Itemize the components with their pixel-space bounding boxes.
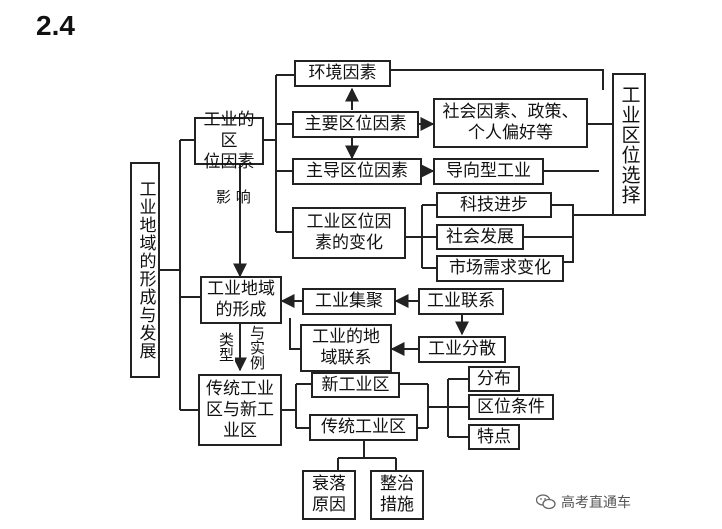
- watermark: 高考直通车: [536, 492, 631, 512]
- location-conditions-box: 区位条件: [468, 394, 554, 420]
- dominant-factors-box: 主导区位因素: [292, 158, 422, 185]
- regions-box: 传统工业 区与新工 业区: [198, 374, 282, 446]
- example-label: 与实例: [248, 325, 266, 370]
- linkage-box: 工业联系: [418, 288, 504, 315]
- traditional-bracket: [337, 441, 397, 470]
- root-topic-box: 工业地域的形成与发展: [130, 162, 160, 378]
- regional-link-box: 工业的地 域联系: [300, 324, 392, 372]
- location-choice-box: 工业区位选择: [612, 73, 646, 216]
- type-label: 类型: [217, 332, 235, 362]
- social-development-box: 社会发展: [436, 224, 524, 250]
- environment-factors-box: 环境因素: [294, 60, 391, 87]
- chat-bubbles-icon: [536, 494, 556, 510]
- distribution-box: 分布: [468, 366, 520, 392]
- feedback-lines: [391, 69, 613, 263]
- section-number: 2.4: [36, 10, 75, 41]
- regional-link-bracket: [289, 318, 300, 350]
- location-factors-box: 工业的区 位因素: [194, 110, 264, 172]
- oriented-industry-box: 导向型工业: [433, 158, 544, 185]
- root-bracket: [160, 139, 202, 411]
- factors-bracket: [264, 74, 295, 233]
- formation-box: 工业地域 的形成: [200, 276, 282, 324]
- remediation-box: 整治 措施: [370, 470, 424, 520]
- watermark-text: 高考直通车: [561, 495, 631, 511]
- influence-label: 影 响: [216, 188, 251, 206]
- tech-progress-box: 科技进步: [436, 192, 552, 218]
- features-box: 特点: [468, 424, 520, 450]
- regions-bracket: [282, 383, 311, 429]
- traditional-region-box: 传统工业区: [309, 414, 418, 441]
- details-bracket: [400, 378, 468, 438]
- social-policy-box: 社会因素、政策、 个人偏好等: [433, 98, 588, 148]
- change-bracket: [406, 204, 436, 269]
- agglomeration-box: 工业集聚: [302, 288, 396, 315]
- new-region-box: 新工业区: [311, 372, 400, 398]
- market-demand-box: 市场需求变化: [436, 255, 564, 282]
- dispersion-box: 工业分散: [418, 336, 506, 363]
- main-factors-box: 主要区位因素: [292, 111, 419, 138]
- decline-causes-box: 衰落 原因: [302, 470, 356, 520]
- factor-change-box: 工业区位因 素的变化: [292, 207, 406, 259]
